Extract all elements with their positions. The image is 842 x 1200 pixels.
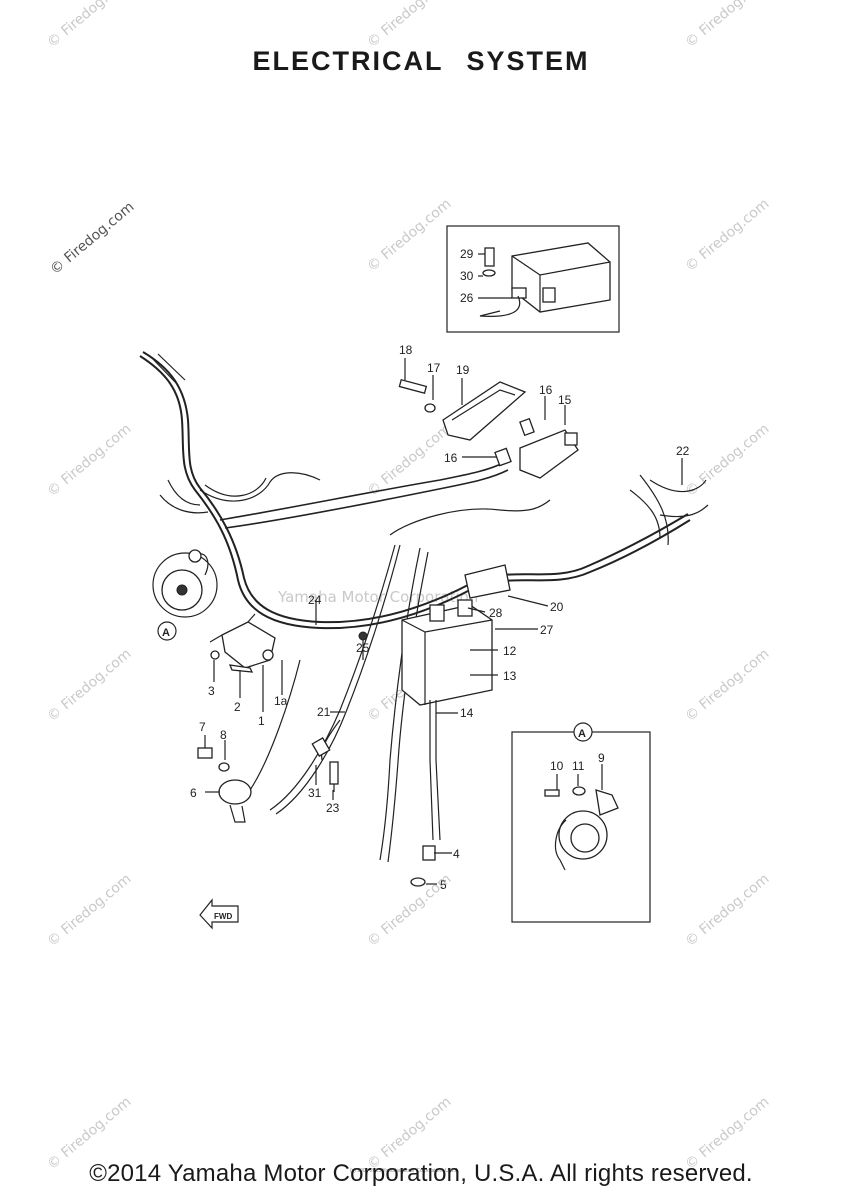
callout-5: 5 [440, 878, 447, 892]
callout-3: 3 [208, 684, 215, 698]
watermark: © Firedog.com [44, 421, 134, 500]
callout-17: 17 [427, 361, 441, 375]
horn-left [152, 549, 218, 618]
fwd-arrow [199, 898, 239, 930]
callout-22: 22 [676, 444, 690, 458]
watermark: © Firedog.com [682, 196, 772, 275]
callout-28: 28 [489, 606, 503, 620]
watermark: © Firedog.com [47, 199, 137, 278]
page-title: ELECTRICAL SYSTEM [252, 46, 590, 76]
callout-8: 8 [220, 728, 227, 742]
rectifier-inset [446, 225, 620, 333]
callout-1: 1 [258, 714, 265, 728]
callout-labels: 18 17 19 16 15 16 22 20 28 27 12 13 14 2… [162, 247, 690, 1174]
callout-20: 20 [550, 600, 564, 614]
relay-1 [209, 613, 276, 673]
watermark: © Firedog.com [44, 0, 134, 51]
callout-26: 26 [460, 291, 474, 305]
wire-harness [139, 351, 709, 863]
callout-16b: 16 [444, 451, 458, 465]
callout-24: 24 [308, 593, 322, 607]
detail-a-inset [511, 722, 651, 923]
copyright-footer: ©2014 Yamaha Motor Corporation, U.S.A. A… [89, 1160, 753, 1187]
spark-plug [311, 631, 368, 792]
callout-29: 29 [460, 247, 474, 261]
callout-19: 19 [456, 363, 470, 377]
callout-12: 12 [503, 644, 517, 658]
footer-small-print: (c) 2005-2015 Yamaha Motor Corporation, … [350, 1168, 460, 1174]
callout-2: 2 [234, 700, 241, 714]
callout-31: 31 [308, 786, 322, 800]
watermark: © Firedog.com [44, 871, 134, 950]
callout-1a: 1a [274, 694, 288, 708]
callout-13: 13 [503, 669, 517, 683]
watermark: © Firedog.com [44, 646, 134, 725]
callout-18: 18 [399, 343, 413, 357]
fwd-label: FWD [214, 912, 232, 921]
callout-30: 30 [460, 269, 474, 283]
callout-10: 10 [550, 759, 564, 773]
center-watermark: Yamaha Motor Corporation [277, 588, 478, 606]
ignition-coil [398, 378, 579, 479]
flasher-6 [197, 747, 252, 823]
watermark: © Firedog.com [364, 0, 454, 51]
callout-25: 25 [356, 641, 370, 655]
leader-lines [204, 253, 683, 885]
callout-11: 11 [572, 759, 585, 773]
callout-21: 21 [317, 705, 331, 719]
battery-13 [401, 564, 511, 887]
callout-15: 15 [558, 393, 572, 407]
watermark: © Firedog.com [682, 871, 772, 950]
detail-a-label: A [578, 728, 586, 740]
callout-27: 27 [540, 623, 554, 637]
detail-a-label-left: A [162, 627, 170, 639]
watermark: © Firedog.com [364, 196, 454, 275]
callout-16: 16 [539, 383, 553, 397]
callout-23: 23 [326, 801, 340, 815]
callout-6: 6 [190, 786, 197, 800]
watermark: © Firedog.com [682, 646, 772, 725]
callout-7: 7 [199, 720, 206, 734]
callout-9: 9 [598, 751, 605, 765]
callout-4: 4 [453, 847, 460, 861]
watermark: © Firedog.com [682, 0, 772, 51]
callout-14: 14 [460, 706, 474, 720]
watermark: © Firedog.com [682, 421, 772, 500]
detail-a-marker [157, 621, 177, 641]
